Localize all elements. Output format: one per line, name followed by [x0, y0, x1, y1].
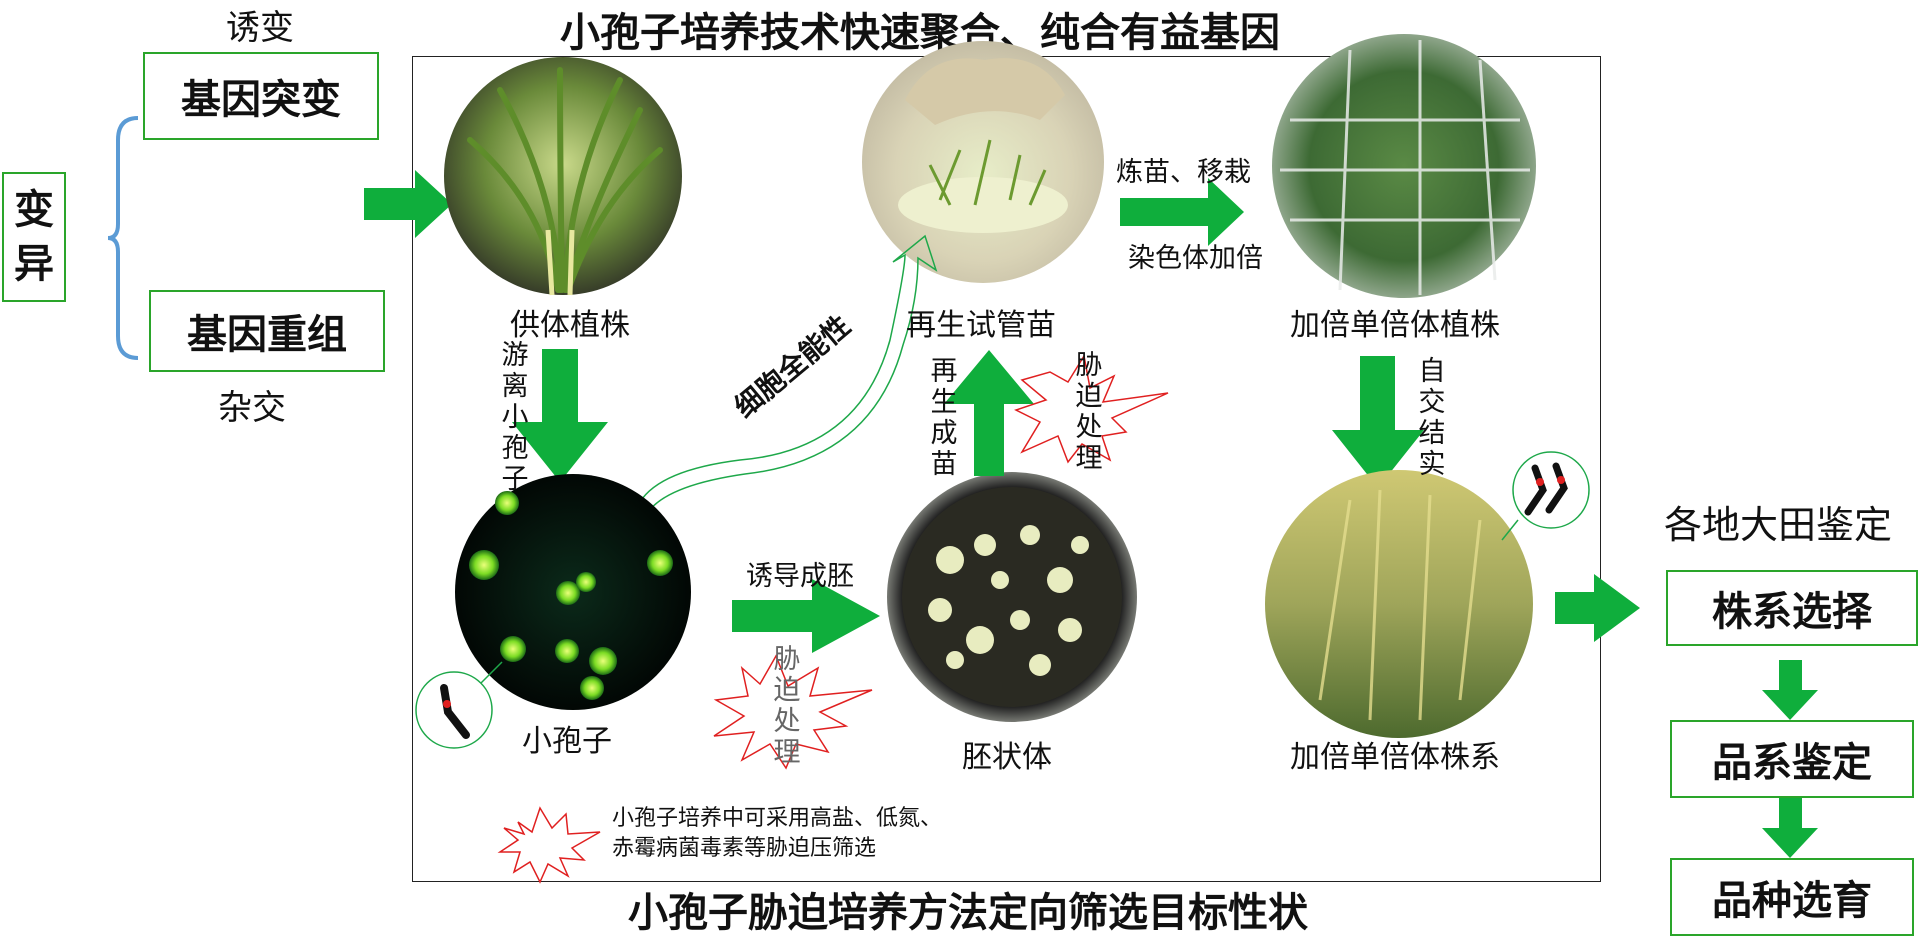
arrow-selfing — [1332, 356, 1424, 488]
legend-starburst — [497, 806, 601, 884]
bracket — [107, 116, 139, 360]
arrow-isolate — [512, 349, 608, 482]
embryoid-image — [887, 472, 1137, 722]
embryoid-label: 胚状体 — [962, 740, 1052, 775]
regenerated-seedling-image — [862, 41, 1104, 283]
line-selection-label: 株系选择 — [1712, 589, 1872, 635]
legend-line-1: 小孢子培养中可采用高盐、低氮、 — [612, 806, 943, 831]
chromosome-callout-1 — [415, 661, 503, 749]
selfing-label: 自交结实 — [1418, 356, 1446, 480]
gene-mutation-label: 基因突变 — [181, 77, 341, 123]
hybridization-label: 杂交 — [218, 388, 286, 428]
arrow-to-field — [1555, 574, 1640, 642]
donor-plant-label: 供体植株 — [510, 308, 630, 343]
arrow-line-to-strain — [1762, 660, 1818, 720]
microspore-label: 小孢子 — [522, 724, 612, 759]
chromosome-doubling-label: 染色体加倍 — [1128, 243, 1263, 274]
regenerate-label: 再生成苗 — [930, 356, 958, 480]
strain-identification-box: 品系鉴定 — [1670, 720, 1914, 798]
arrow-transplant — [1120, 178, 1244, 246]
stress-label-1: 胁迫处理 — [1075, 350, 1103, 474]
gene-mutation-box: 基因突变 — [143, 52, 379, 140]
stress-label-2: 胁迫处理 — [773, 644, 801, 768]
variety-breeding-label: 品种选育 — [1712, 878, 1872, 924]
isolate-microspore-label: 游离小孢子 — [501, 340, 529, 495]
arrow-strain-to-variety — [1762, 798, 1818, 858]
induce-embryo-label: 诱导成胚 — [746, 561, 854, 592]
dh-line-image — [1265, 470, 1533, 738]
harden-transplant-label: 炼苗、移栽 — [1116, 157, 1251, 188]
variety-breeding-box: 品种选育 — [1670, 858, 1914, 936]
line-selection-box: 株系选择 — [1666, 570, 1918, 646]
starburst-1 — [1014, 353, 1169, 464]
arrow-regenerate — [944, 350, 1034, 476]
mutagenesis-label: 诱变 — [226, 8, 294, 48]
chromosome-callout-2 — [1501, 451, 1590, 541]
legend-line-2: 赤霉病菌毒素等胁迫压筛选 — [612, 836, 877, 861]
field-test-label: 各地大田鉴定 — [1664, 503, 1893, 547]
dh-line-label: 加倍单倍体株系 — [1290, 740, 1500, 775]
gene-recombination-box: 基因重组 — [149, 290, 385, 372]
totipotency-arrow — [639, 234, 938, 514]
dh-plant-label: 加倍单倍体植株 — [1290, 308, 1500, 343]
donor-plant-image — [444, 57, 682, 296]
variation-box: 变异 — [2, 172, 66, 302]
arrow-to-donor — [364, 170, 452, 238]
starburst-2 — [713, 654, 873, 770]
strain-identification-label: 品系鉴定 — [1712, 740, 1872, 786]
variation-label: 变异 — [14, 187, 54, 287]
arrow-induce-embryo — [732, 579, 880, 653]
regenerated-seedling-label: 再生试管苗 — [906, 308, 1056, 343]
legend-text: 小孢子培养中可采用高盐、低氮、 赤霉病菌毒素等胁迫压筛选 — [612, 804, 942, 864]
dh-plant-image — [1272, 34, 1536, 298]
bottom-title: 小孢子胁迫培养方法定向筛选目标性状 — [628, 890, 1308, 936]
gene-recombination-label: 基因重组 — [187, 312, 347, 358]
microspore-image — [455, 474, 691, 710]
top-title: 小孢子培养技术快速聚合、纯合有益基因 — [560, 10, 1280, 56]
